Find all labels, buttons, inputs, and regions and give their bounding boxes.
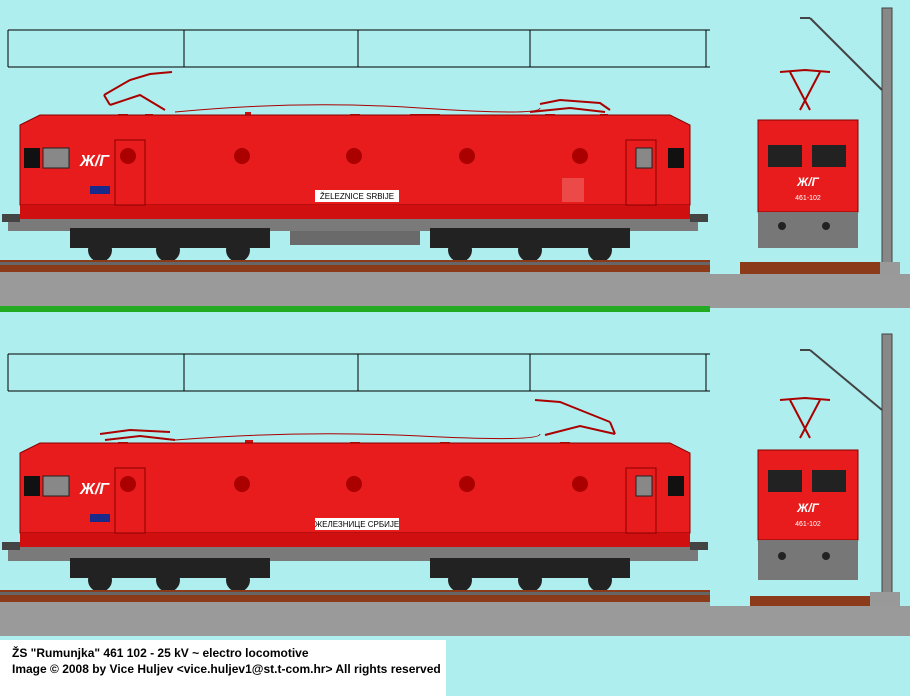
- locomotive-front: Ж/Г 461-102: [757, 449, 859, 580]
- catenary-wire: [7, 29, 710, 68]
- locomotive-body: Ж/Г ЖЕЛЕЗНИЦЕ СРБИЈЕ: [19, 442, 691, 547]
- copyright-caption: ŽS "Rumunjka" 461 102 - 25 kV ~ electro …: [0, 640, 446, 696]
- caption-title: ŽS "Rumunjka" 461 102 - 25 kV ~ electro …: [12, 646, 309, 660]
- bogie-rear: [430, 228, 630, 262]
- catenary-wire: [7, 353, 710, 392]
- locomotive-front-view-top: Ж/Г 461-102: [710, 7, 910, 308]
- railway-logo: Ж/Г: [79, 481, 110, 498]
- pantograph-folded: [99, 428, 176, 441]
- locomotive-side-view-bottom: Ж/Г ЖЕЛЕЗНИЦЕ СРБИЈЕ: [0, 353, 710, 636]
- bogie-front: [70, 228, 270, 262]
- track: [0, 590, 710, 636]
- locomotive-side-view-top: Ж/Г ŽELEZNICE SRBIJE: [0, 29, 710, 312]
- locomotive-front: Ж/Г 461-102: [757, 119, 859, 248]
- caption-copyright: Image © 2008 by Vice Huljev <vice.huljev…: [12, 662, 441, 676]
- track-front: [710, 262, 910, 308]
- side-lettering: ЖЕЛЕЗНИЦЕ СРБИЈЕ: [315, 520, 399, 529]
- underframe: [2, 542, 708, 561]
- catenary-mast: [800, 333, 900, 608]
- locomotive-body: Ж/Г ŽELEZNICE SRBIJE: [19, 114, 691, 219]
- track: [0, 260, 710, 312]
- front-logo: Ж/Г: [796, 175, 819, 189]
- pantograph-folded: [529, 98, 611, 113]
- locomotive-front-view-bottom: Ж/Г 461-102: [710, 333, 910, 636]
- railway-logo: Ж/Г: [79, 153, 110, 170]
- bogie-front: [70, 558, 270, 592]
- pantograph-raised: [103, 71, 173, 111]
- front-logo: Ж/Г: [796, 501, 819, 515]
- front-number: 461-102: [795, 521, 821, 528]
- pantograph-raised: [534, 399, 616, 436]
- front-number: 461-102: [795, 195, 821, 202]
- pantograph-front: [779, 68, 831, 111]
- bogie-rear: [430, 558, 630, 592]
- pantograph-front: [779, 396, 831, 439]
- track-front: [710, 596, 910, 636]
- side-lettering: ŽELEZNICE SRBIJE: [320, 192, 394, 201]
